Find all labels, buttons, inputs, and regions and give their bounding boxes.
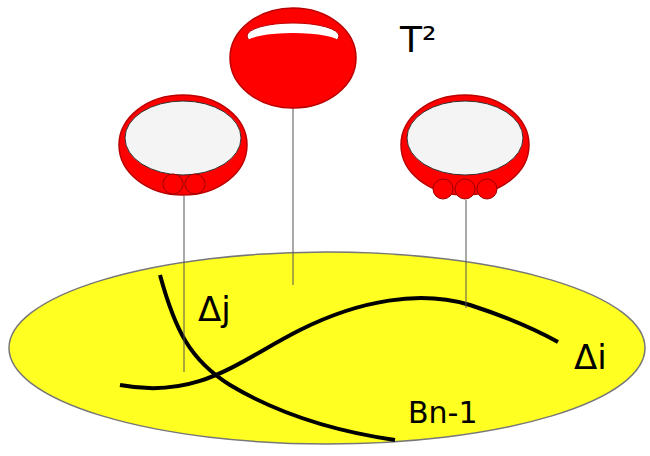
fiber-line: [466, 200, 467, 308]
curve-label: Δj: [198, 292, 231, 326]
fiber-line: [184, 196, 185, 372]
base-space: [9, 252, 645, 444]
base-label: Bn-1: [408, 398, 478, 428]
degenerate-torus: [119, 95, 247, 195]
curve-label: Δi: [574, 340, 607, 374]
degenerate-torus: [401, 95, 529, 199]
torus: [230, 8, 356, 108]
fiber-line: [293, 108, 294, 285]
fiber-label: T²: [400, 22, 436, 58]
discriminant-curve: [160, 275, 395, 440]
discriminant-curve: [120, 298, 558, 388]
